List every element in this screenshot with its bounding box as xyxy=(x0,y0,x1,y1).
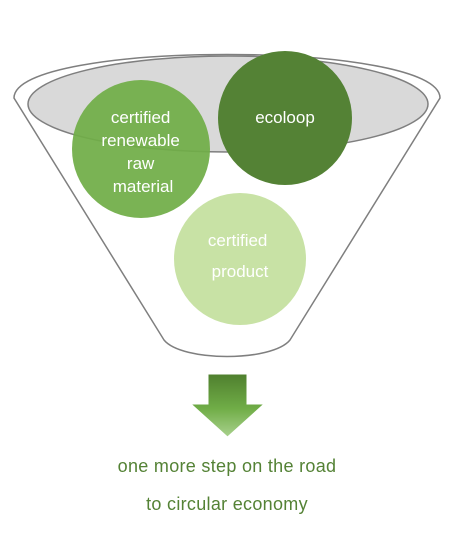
raw-material-label: certified renewable raw material xyxy=(101,108,184,196)
raw-material-label-line-4: material xyxy=(113,177,173,196)
certified-product-circle xyxy=(174,193,306,325)
certified-product-label-line-1: certified xyxy=(208,231,268,250)
certified-product-label-line-2: product xyxy=(212,262,269,281)
certified-product-label: certified product xyxy=(208,231,272,281)
raw-material-label-line-1: certified xyxy=(111,108,171,127)
down-arrow-icon xyxy=(189,373,266,438)
caption-line-1: one more step on the road xyxy=(117,456,337,476)
caption-line-2: to circular economy xyxy=(146,494,308,514)
raw-material-label-line-3: raw xyxy=(127,154,155,173)
raw-material-circle xyxy=(72,80,210,218)
ecoloop-label: ecoloop xyxy=(255,108,315,127)
ecoloop-label-line-1: ecoloop xyxy=(255,108,315,127)
raw-material-label-line-2: renewable xyxy=(101,131,179,150)
ecoloop-circle xyxy=(218,51,352,185)
